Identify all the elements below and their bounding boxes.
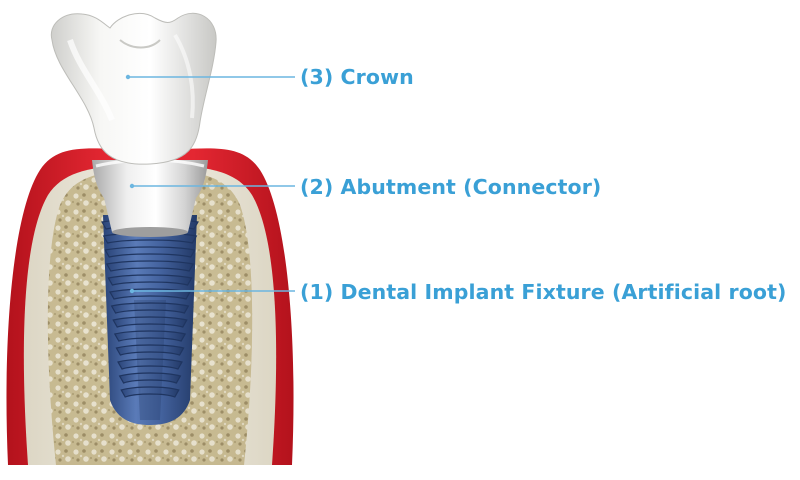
implant-fixture (101, 215, 199, 425)
implant-thread (112, 316, 188, 328)
crown (50, 12, 217, 165)
leader-dot (129, 183, 135, 189)
implant-thread (118, 372, 182, 384)
implant-thread (104, 246, 196, 258)
implant-thread (115, 344, 185, 356)
implant-thread (117, 358, 183, 370)
implant-thread (107, 274, 193, 286)
crown-label: (3) Crown (300, 65, 414, 89)
implant-thread (105, 260, 195, 272)
implant-thread (110, 302, 190, 314)
leader-lines (125, 74, 295, 294)
implant-thread (113, 330, 187, 342)
leader-dot (125, 74, 131, 80)
implant-fixture-label: (1) Dental Implant Fixture (Artificial r… (300, 280, 787, 304)
abutment-label: (2) Abutment (Connector) (300, 175, 602, 199)
implant-thread (120, 386, 180, 398)
leader-dot (129, 288, 135, 294)
